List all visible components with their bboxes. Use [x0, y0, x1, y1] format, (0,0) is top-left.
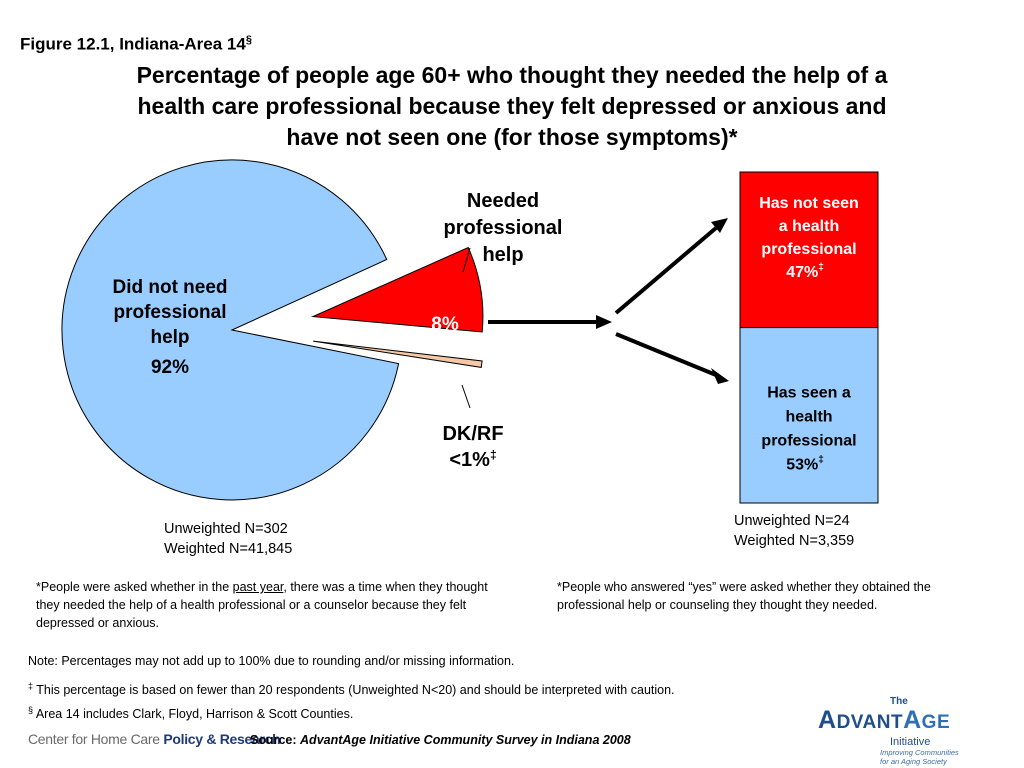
label-line: professional [761, 433, 856, 450]
leader-line-needed [462, 247, 471, 273]
pie-slice-needed-help [310, 246, 484, 333]
pie-value-dk-rf: <1%‡ [449, 448, 496, 471]
bar-unweighted-n: Unweighted N=24 [734, 513, 850, 529]
value-mark: ‡ [490, 448, 497, 462]
label-line: professional [114, 302, 227, 323]
pie-weighted-n: Weighted N=41,845 [164, 541, 293, 557]
chcp-logo: Center for Home Care Policy & Research [28, 731, 281, 747]
label-line: professional [444, 217, 563, 239]
bar-label-not-seen: Has not seen a health professional 47%‡ [759, 195, 859, 281]
value-text: 8% [431, 314, 459, 335]
value-mark: ‡ [818, 455, 824, 466]
footnote-left: *People were asked whether in the past y… [36, 580, 488, 630]
bar-segment-not-seen [739, 171, 879, 329]
value-text: <1% [449, 449, 490, 471]
label-line: professional [761, 241, 856, 258]
source-line: Source: AdvantAge Initiative Community S… [250, 733, 631, 747]
note-rounding: Note: Percentages may not add up to 100%… [28, 654, 515, 668]
note-caution: ‡ This percentage is based on fewer than… [28, 681, 675, 698]
label-line: DK/RF [442, 423, 503, 445]
arrow-to-seen [615, 332, 729, 384]
advantage-logo: The ADVANTAGE Initiative Improving Commu… [818, 696, 959, 766]
pie-slice-did-not-need [61, 159, 400, 501]
chart-title: Percentage of people age 60+ who thought… [136, 62, 888, 150]
arrow-to-split [488, 315, 612, 329]
pie-value-needed-help: 8% [431, 314, 459, 335]
arrow-to-not-seen [614, 218, 728, 315]
bar-sample-size: Unweighted N=24 Weighted N=3,359 [734, 511, 854, 551]
label-line: health [785, 409, 832, 426]
bar-weighted-n: Weighted N=3,359 [734, 533, 855, 549]
bar-label-seen: Has seen a health professional 53%‡ [761, 385, 856, 474]
note-area: § Area 14 includes Clark, Floyd, Harriso… [28, 705, 354, 722]
figure-label-text: Figure 12.1, Indiana-Area 14 [20, 34, 246, 54]
pie-label-dk-rf: DK/RF [442, 423, 503, 445]
label-line: a health [779, 218, 839, 235]
pie-label-needed-help: Needed professional help [444, 190, 563, 266]
value-text: 47% [786, 264, 818, 281]
value-mark: ‡ [818, 262, 824, 273]
value-text: 53% [786, 457, 818, 474]
bar-segment-seen [739, 327, 879, 504]
label-line: help [482, 244, 523, 266]
label-line: Did not need [112, 277, 227, 298]
pie-sample-size: Unweighted N=302 Weighted N=41,845 [164, 519, 292, 559]
label-line: Has not seen [759, 195, 859, 212]
label-line: help [150, 327, 189, 348]
pie-slice-dk-rf [313, 340, 483, 368]
label-line: Has seen a [767, 385, 851, 402]
value-text: 92% [151, 357, 189, 378]
footnote-right: *People who answered “yes” were asked wh… [557, 580, 931, 612]
leader-line-dk [461, 384, 471, 409]
pie-unweighted-n: Unweighted N=302 [164, 521, 288, 537]
figure-label-mark: § [245, 34, 252, 46]
label-line: Needed [467, 190, 539, 212]
pie-label-did-not-need: Did not need professional help [112, 277, 227, 348]
figure-label: Figure 12.1, Indiana-Area 14§ [20, 34, 252, 55]
pie-value-did-not-need: 92% [151, 357, 189, 378]
